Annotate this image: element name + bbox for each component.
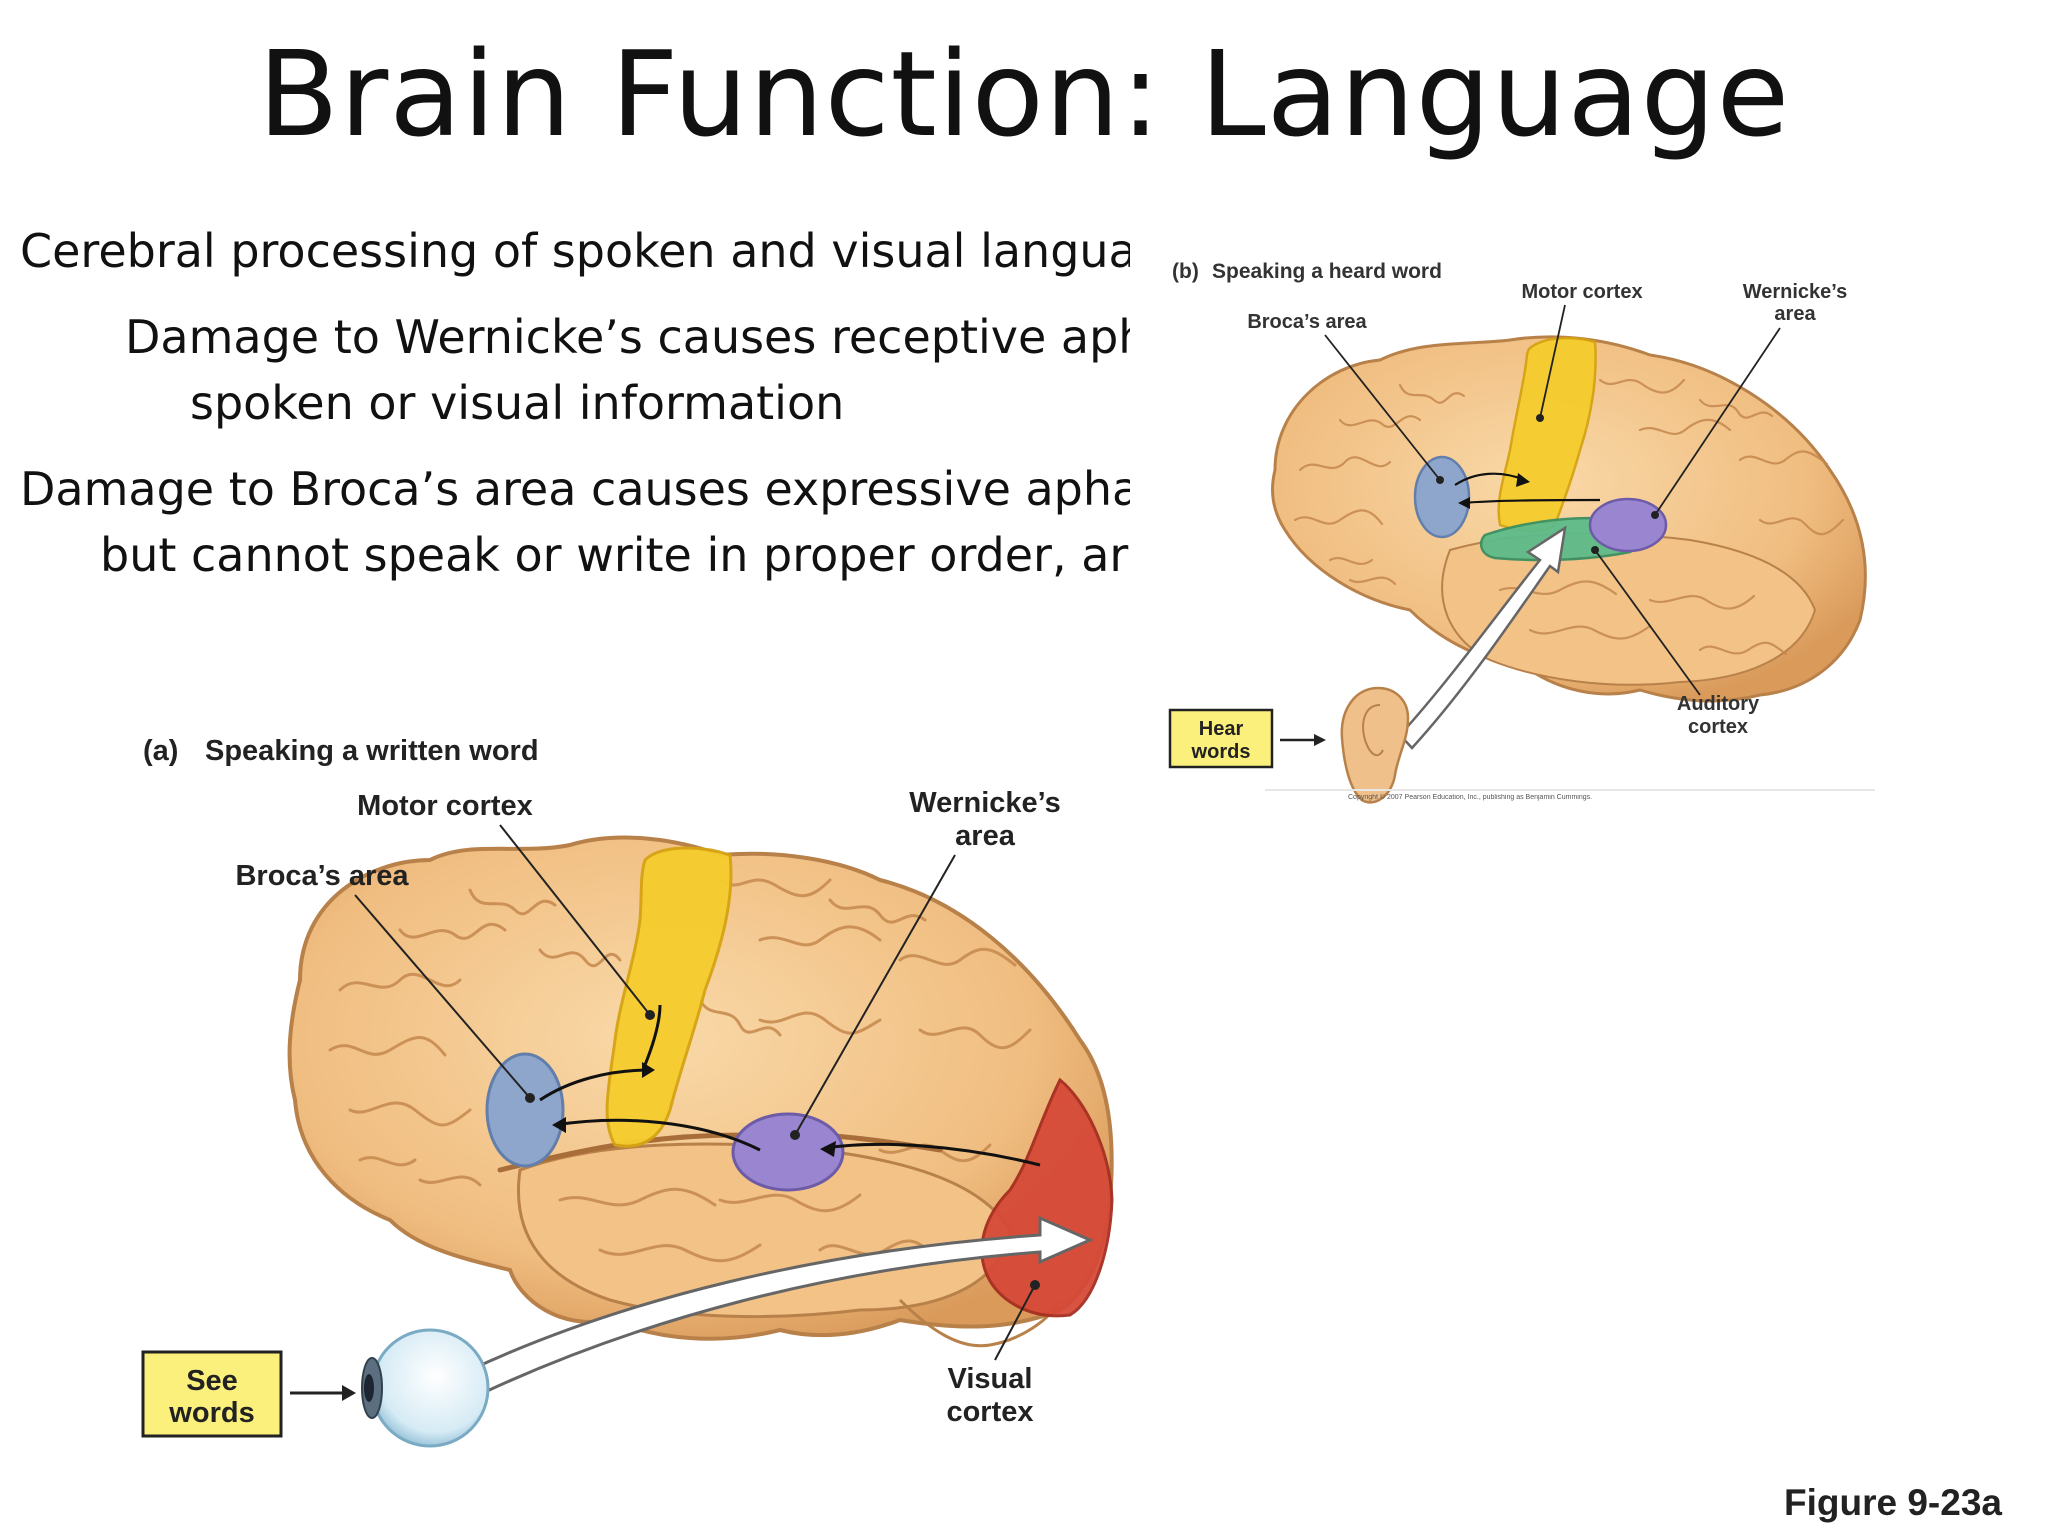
panel-b-brocas-area-region bbox=[1413, 455, 1471, 539]
panel-b-copyright: Copyright © 2007 Pearson Education, Inc.… bbox=[1348, 794, 1593, 801]
panel-b-auditory-pathway-arrow bbox=[1398, 525, 1567, 750]
panel-a-wernickes-label-line2: area bbox=[955, 820, 1016, 852]
slide-title: Brain Function: Language bbox=[257, 25, 1791, 163]
panel-b-auditory-cortex-label-line1: Auditory bbox=[1677, 693, 1760, 715]
panel-a-caption-letter: (a) bbox=[143, 735, 178, 767]
panel-a-caption: Speaking a written word bbox=[205, 735, 539, 767]
panel-b-caption: Speaking a heard word bbox=[1212, 260, 1442, 283]
panel-a-see-words-line2: words bbox=[168, 1397, 254, 1429]
panel-b-diagram: (b) Speaking a heard word bbox=[1168, 260, 1875, 804]
figure-label: Figure 9-23a bbox=[1784, 1482, 2002, 1523]
bullet-list: Cerebral processing of spoken and visual… bbox=[0, 218, 1130, 598]
panel-a-brocas-area-label: Broca’s area bbox=[235, 860, 409, 892]
panel-b-hear-words-line1: Hear bbox=[1199, 718, 1244, 740]
bullet-line-3: spoken or visual information bbox=[190, 376, 845, 430]
panel-a-motor-cortex-label: Motor cortex bbox=[357, 790, 533, 822]
panel-a-wernickes-label-line1: Wernicke’s bbox=[909, 787, 1061, 819]
panel-a-eye-icon bbox=[361, 1328, 490, 1448]
panel-b-brocas-area-label: Broca’s area bbox=[1247, 311, 1367, 333]
panel-b-hear-words-box bbox=[1168, 708, 1274, 769]
panel-b-wernickes-area-region bbox=[1588, 497, 1668, 553]
bullet-line-4: Damage to Broca’s area causes expressive… bbox=[20, 462, 1130, 516]
panel-a-wernickes-area-region bbox=[731, 1112, 845, 1192]
bullet-line-2: Damage to Wernicke’s causes receptive ap… bbox=[125, 310, 1130, 364]
panel-a-visual-pathway-arrow bbox=[467, 1215, 1094, 1394]
panel-a-visual-cortex-label-line1: Visual bbox=[948, 1363, 1033, 1395]
panel-a-visual-cortex-label-line2: cortex bbox=[946, 1396, 1033, 1428]
panel-b-wernickes-label-line2: area bbox=[1774, 303, 1816, 325]
panel-b-motor-cortex-label: Motor cortex bbox=[1521, 281, 1642, 303]
panel-a-see-words-box bbox=[141, 1350, 283, 1438]
panel-b-auditory-cortex-label-line2: cortex bbox=[1688, 716, 1748, 738]
panel-a-brain bbox=[287, 835, 1114, 1348]
bullet-line-5: but cannot speak or write in proper orde… bbox=[100, 528, 1129, 582]
panel-a-brocas-area-region bbox=[485, 1052, 565, 1168]
panel-b-hear-words-line2: words bbox=[1191, 741, 1251, 763]
panel-a-diagram: (a) Speaking a written word bbox=[141, 735, 1114, 1448]
panel-b-wernickes-label-line1: Wernicke’s bbox=[1743, 281, 1848, 303]
panel-b-caption-letter: (b) bbox=[1172, 260, 1199, 283]
panel-a-see-words-line1: See bbox=[186, 1365, 238, 1397]
panel-b-ear-icon bbox=[1340, 686, 1410, 804]
panel-a-visual-cortex-region bbox=[980, 1077, 1114, 1318]
bullet-line-1: Cerebral processing of spoken and visual… bbox=[20, 224, 1130, 278]
